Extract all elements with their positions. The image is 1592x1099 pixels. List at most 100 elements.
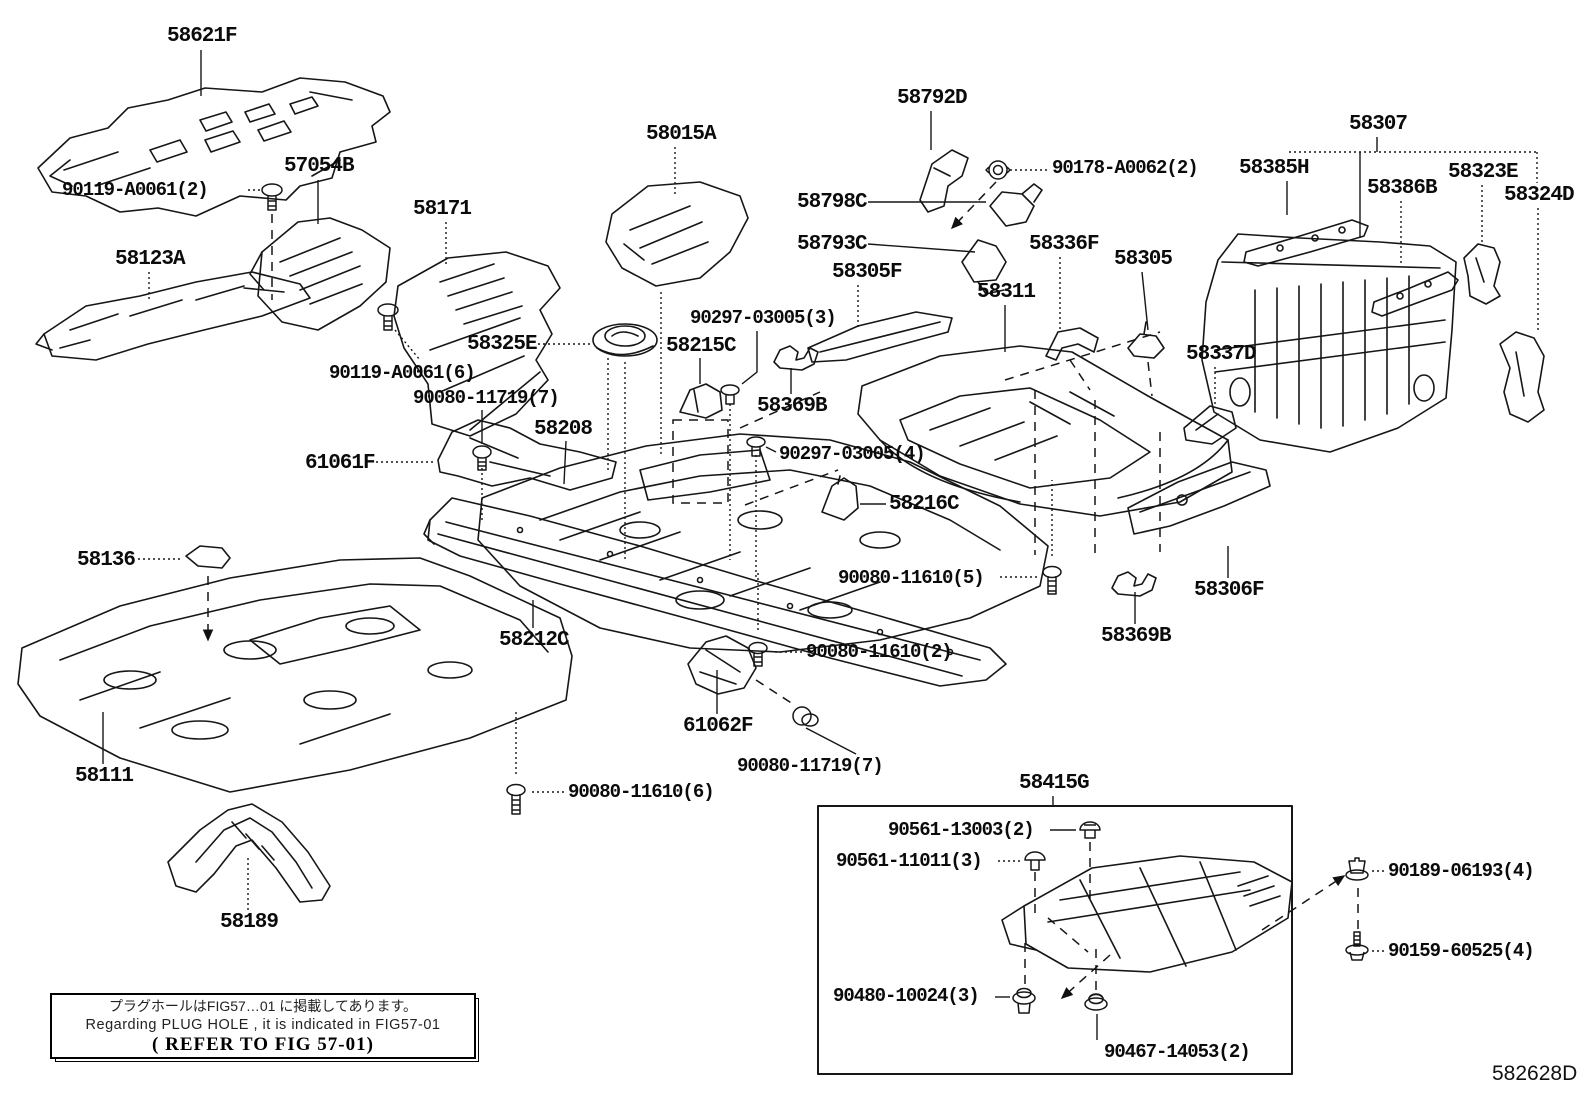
part-label-58171: 58171 [413, 198, 472, 221]
fastener-label-90178-a0062: 90178-A0062(2) [1052, 157, 1199, 179]
part-drawing-58307 [1201, 233, 1457, 453]
part-drawing-58216c [821, 475, 859, 521]
part-label-58385h: 58385H [1239, 157, 1310, 180]
part-drawing-58305 [1127, 321, 1165, 359]
part-label-58311: 58311 [977, 281, 1036, 304]
part-label-58324d: 58324D [1504, 184, 1575, 207]
part-label-61062f: 61062F [683, 715, 754, 738]
part-label-58369b-b: 58369B [1101, 625, 1172, 648]
part-label-58111: 58111 [75, 765, 134, 788]
part-label-58136: 58136 [77, 549, 136, 572]
part-drawing-58386b [1371, 271, 1459, 317]
part-label-58123a: 58123A [115, 248, 186, 271]
part-label-58015a: 58015A [646, 123, 717, 146]
part-drawing-58208 [477, 433, 1049, 653]
part-label-58415g: 58415G [1019, 772, 1090, 795]
nut-icon-90467-14053 [1084, 993, 1108, 1011]
fastener-label-90159-60525: 90159-60525(4) [1388, 940, 1535, 962]
bolt-icon-90297-03005-4 [746, 436, 766, 457]
part-label-58798c: 58798C [797, 191, 868, 214]
part-drawing-58798c [989, 183, 1043, 227]
part-drawing-61062f [687, 635, 757, 695]
bolt-icon-90080-11719-7b [792, 706, 819, 727]
part-drawing-58311 [857, 345, 1233, 517]
fastener-label-90189-06193: 90189-06193(4) [1388, 860, 1535, 882]
part-drawing-58336f [1045, 327, 1099, 361]
part-drawing-58015a [605, 181, 749, 287]
part-label-58793c: 58793C [797, 233, 868, 256]
part-drawing-58415g [1001, 855, 1293, 973]
bolt-icon-90297-03005-3 [720, 384, 740, 405]
dotted-leaders [138, 147, 1539, 952]
part-label-58306f: 58306F [1194, 579, 1265, 602]
part-drawing-58212c [423, 497, 1007, 687]
screw-icon-90080-11610-6 [506, 783, 526, 815]
part-drawing-57054b [249, 217, 391, 331]
plug-hole-note-box: プラグホールはFIG57…01 に掲載してあります。 Regarding PLU… [50, 993, 476, 1059]
subassembly-box-58415g [817, 805, 1293, 1075]
part-label-58305f: 58305F [832, 261, 903, 284]
part-label-58212c: 58212C [499, 629, 570, 652]
part-label-61061f: 61061F [305, 452, 376, 475]
fastener-label-90119-a0061-2: 90119-A0061(2) [62, 179, 209, 201]
part-drawing-58171 [393, 251, 561, 437]
note-line-refer: ( REFER TO FIG 57-01) [152, 1034, 374, 1055]
fastener-label-90080-11610-2: 90080-11610(2) [806, 641, 953, 663]
part-label-58325e: 58325E [467, 333, 538, 356]
part-drawing-58123a [35, 271, 311, 361]
fastener-label-90297-03005-3: 90297-03005(3) [690, 307, 837, 329]
figure-code: 582628D [1492, 1062, 1578, 1085]
fastener-label-90119-a0061-6: 90119-A0061(6) [329, 362, 476, 384]
fastener-label-90480-10024: 90480-10024(3) [833, 985, 980, 1007]
part-label-58305: 58305 [1114, 248, 1173, 271]
part-drawing-58369b-b [1111, 571, 1157, 597]
part-drawing-58385h [1243, 219, 1369, 267]
fastener-label-90080-11719-7a: 90080-11719(7) [413, 387, 560, 409]
part-drawing-58337d [1183, 405, 1237, 445]
part-label-58792d: 58792D [897, 87, 968, 110]
projection-lines [202, 181, 1359, 998]
part-label-58208: 58208 [534, 418, 593, 441]
part-drawing-61061f [437, 419, 617, 491]
part-drawing-58189 [167, 803, 331, 903]
bolt-icon-90080-11719-7a [472, 445, 492, 471]
part-label-58323e: 58323E [1448, 161, 1519, 184]
part-drawing-58306f [1127, 461, 1271, 535]
screw-icon-90159-60525 [1345, 931, 1369, 961]
part-drawing-58325e [592, 323, 658, 357]
part-drawing-58111 [17, 557, 573, 793]
part-label-58189: 58189 [220, 911, 279, 934]
part-drawing-58793c [961, 239, 1007, 295]
nut-icon-90178-a0062 [985, 160, 1011, 180]
part-drawing-58621f [37, 77, 391, 217]
fastener-label-90080-11719-7b: 90080-11719(7) [737, 755, 884, 777]
part-label-58337d: 58337D [1186, 343, 1257, 366]
fastener-label-90080-11610-6: 90080-11610(6) [568, 781, 715, 803]
part-label-58307: 58307 [1349, 113, 1408, 136]
note-line-english: Regarding PLUG HOLE , it is indicated in… [85, 1017, 441, 1033]
fastener-label-90561-13003: 90561-13003(2) [888, 819, 1035, 841]
part-label-58621f: 58621F [167, 25, 238, 48]
fastener-label-90467-14053: 90467-14053(2) [1104, 1041, 1251, 1063]
nut-icon-90189-06193 [1345, 857, 1369, 881]
bolt-icon-90119-a0061-6 [377, 303, 399, 331]
bolt-icon-90119-a0061-2 [261, 183, 283, 211]
part-drawing-58136 [185, 545, 231, 569]
part-drawing-58324d [1499, 331, 1545, 423]
bolt-icon-90080-11610-2 [748, 641, 768, 667]
clip-icon-90561-13003 [1079, 821, 1101, 839]
part-label-58336f: 58336F [1029, 233, 1100, 256]
part-label-58216c: 58216C [889, 493, 960, 516]
part-label-58369b-a: 58369B [757, 395, 828, 418]
screw-icon-90080-11610-5 [1042, 565, 1062, 595]
leader-lines [102, 50, 1378, 1040]
fastener-label-90080-11610-5: 90080-11610(5) [838, 567, 985, 589]
part-drawing-58215c [679, 383, 723, 419]
part-drawing-58792d [919, 149, 969, 213]
part-drawing-58305f [807, 311, 953, 363]
part-label-58215c: 58215C [666, 335, 737, 358]
part-drawing-58323e [1463, 243, 1501, 305]
note-line-japanese: プラグホールはFIG57…01 に掲載してあります。 [108, 998, 418, 1014]
